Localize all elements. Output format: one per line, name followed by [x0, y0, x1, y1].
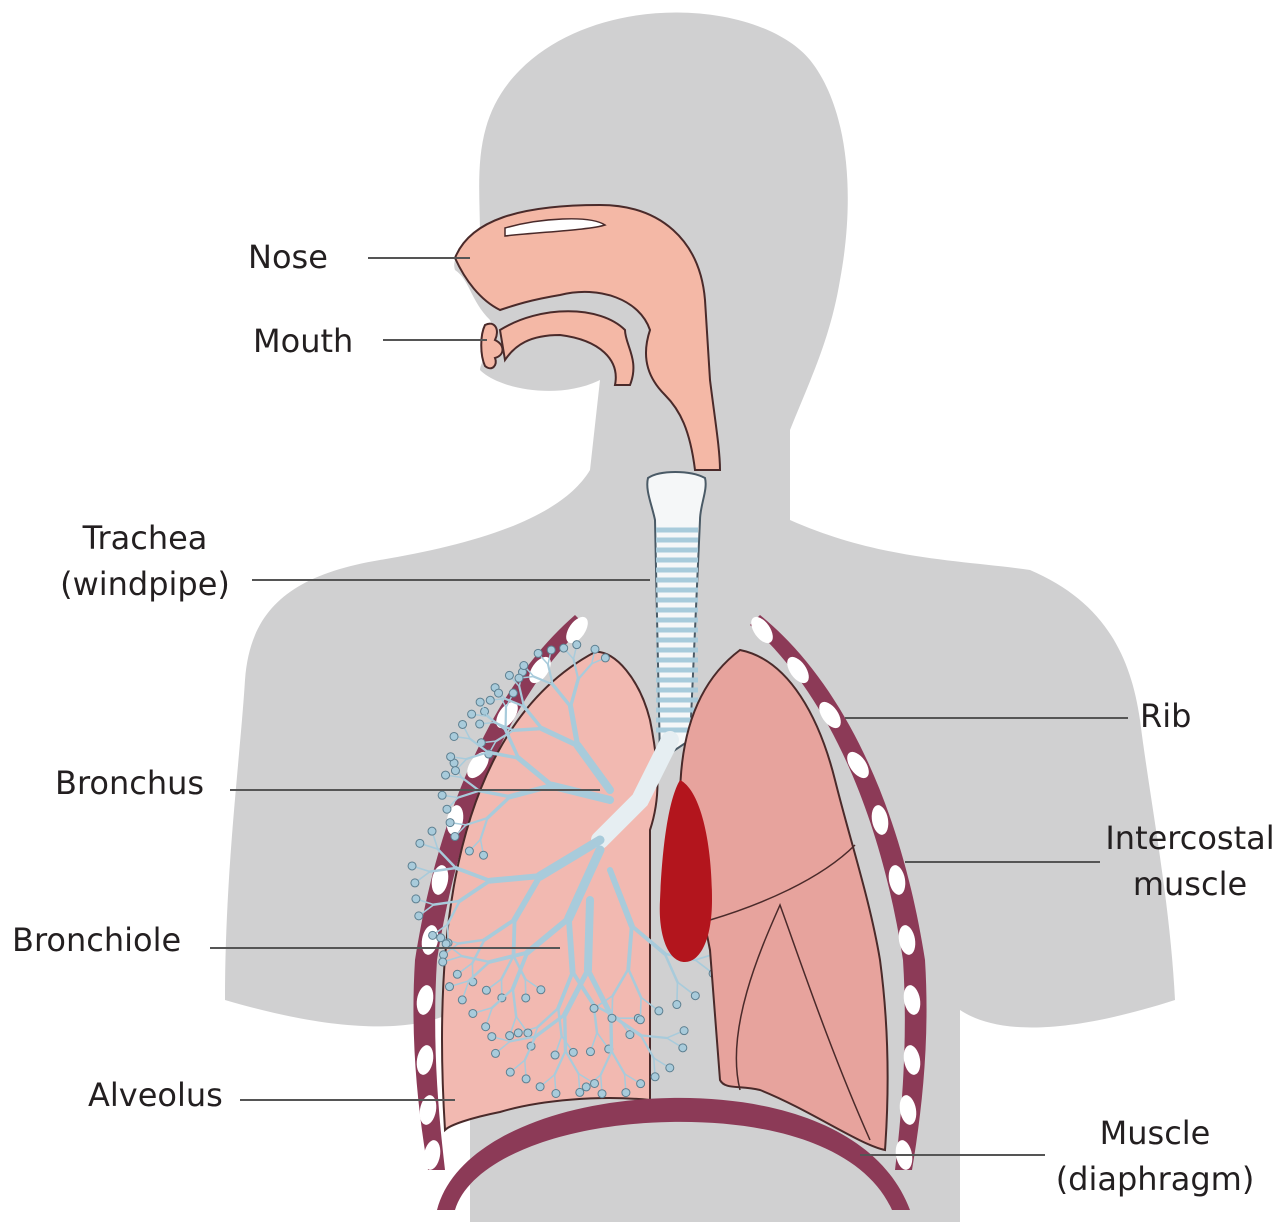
- alveolus-sac: [651, 1073, 659, 1081]
- alveolus-sac: [469, 1009, 477, 1017]
- alveolus-sac: [482, 1023, 490, 1031]
- alveolus-sac: [415, 912, 423, 920]
- alveolus-sac: [488, 1033, 496, 1041]
- alveolus-sac: [451, 767, 459, 775]
- alveolus-sac: [492, 1049, 500, 1057]
- alveolus-sac: [536, 1083, 544, 1091]
- alveolus-sac: [524, 1029, 532, 1037]
- label-nose: Nose: [248, 234, 328, 280]
- alveolus-sac: [438, 791, 446, 799]
- alveolus-sac: [666, 1064, 674, 1072]
- bronchiole-branch: [569, 918, 573, 972]
- label-diaphragm-line1: Muscle: [1045, 1110, 1265, 1156]
- alveolus-sac: [443, 805, 451, 813]
- label-rib: Rib: [1140, 693, 1191, 739]
- alveolus-sac: [442, 940, 450, 948]
- alveolus-sac: [547, 646, 555, 654]
- alveolus-sac: [520, 662, 528, 670]
- alveolus-sac: [680, 1027, 688, 1035]
- alveolus-sac: [522, 1075, 530, 1083]
- alveolus-sac: [691, 992, 699, 1000]
- alveolus-sac: [482, 986, 490, 994]
- alveolus-sac: [451, 833, 459, 841]
- alveolus-sac: [450, 732, 458, 740]
- label-intercostal-line2: muscle: [1100, 861, 1280, 907]
- alveolus-sac: [514, 1029, 522, 1037]
- alveolus-sac: [408, 862, 416, 870]
- alveolus-sac: [586, 1048, 594, 1056]
- alveolus-sac: [637, 1080, 645, 1088]
- alveolus-sac: [591, 1079, 599, 1087]
- label-intercostal: Intercostal muscle: [1100, 815, 1280, 907]
- alveolus-sac: [459, 720, 467, 728]
- alveolus-sac: [411, 879, 419, 887]
- alveolus-sac: [673, 1001, 681, 1009]
- body-silhouette: [225, 13, 1175, 1222]
- alveolus-sac: [506, 1068, 514, 1076]
- bronchiole-branch: [513, 729, 541, 731]
- alveolus-sac: [537, 986, 545, 994]
- alveolus-sac: [679, 1044, 687, 1052]
- alveolus-sac: [505, 671, 513, 679]
- label-mouth: Mouth: [253, 318, 353, 364]
- alveolus-sac: [416, 839, 424, 847]
- alveolus-sac: [468, 710, 476, 718]
- alveolus-sac: [412, 895, 420, 903]
- alveolus-sac: [655, 1007, 663, 1015]
- alveolus-sac: [429, 931, 437, 939]
- alveolus-sac: [522, 994, 530, 1002]
- label-diaphragm: Muscle (diaphragm): [1045, 1110, 1265, 1202]
- alveolus-sac: [569, 1048, 577, 1056]
- alveolus-sac: [506, 1032, 514, 1040]
- alveolus-sac: [439, 958, 447, 966]
- bronchiole-branch: [565, 1015, 566, 1051]
- alveolus-sac: [622, 1089, 630, 1097]
- bronchiole-branch: [588, 900, 590, 970]
- alveolus-sac: [598, 1090, 606, 1098]
- label-diaphragm-line2: (diaphragm): [1045, 1156, 1265, 1202]
- alveolus-sac: [465, 847, 473, 855]
- alveolus-sac: [534, 649, 542, 657]
- alveolus-sac: [480, 851, 488, 859]
- label-bronchiole: Bronchiole: [12, 917, 181, 963]
- label-alveolus: Alveolus: [88, 1072, 223, 1118]
- alveolus-sac: [560, 644, 568, 652]
- alveolus-sac: [495, 689, 503, 697]
- alveolus-sac: [601, 654, 609, 662]
- alveolus-sac: [591, 645, 599, 653]
- label-trachea-line2: (windpipe): [50, 561, 240, 607]
- label-intercostal-line1: Intercostal: [1100, 815, 1280, 861]
- alveolus-sac: [428, 827, 436, 835]
- alveolus-sac: [447, 753, 455, 761]
- alveolus-sac: [551, 1051, 559, 1059]
- alveolus-sac: [446, 819, 454, 827]
- label-trachea-line1: Trachea: [50, 515, 240, 561]
- alveolus-sac: [590, 1004, 598, 1012]
- alveolus-sac: [445, 983, 453, 991]
- bronchiole-branch: [514, 920, 515, 956]
- alveolus-sac: [458, 996, 466, 1004]
- alveolus-sac: [442, 771, 450, 779]
- alveolus-sac: [573, 641, 581, 649]
- alveolus-sac: [608, 1014, 616, 1022]
- alveolus-sac: [486, 696, 494, 704]
- alveolus-sac: [453, 970, 461, 978]
- label-bronchus: Bronchus: [55, 760, 204, 806]
- label-trachea: Trachea (windpipe): [50, 515, 240, 607]
- alveolus-sac: [576, 1088, 584, 1096]
- alveolus-sac: [476, 698, 484, 706]
- alveolus-sac: [509, 689, 517, 697]
- alveolus-sac: [515, 674, 523, 682]
- alveolus-sac: [636, 1016, 644, 1024]
- alveolus-sac: [552, 1089, 560, 1097]
- alveolus-sac: [476, 720, 484, 728]
